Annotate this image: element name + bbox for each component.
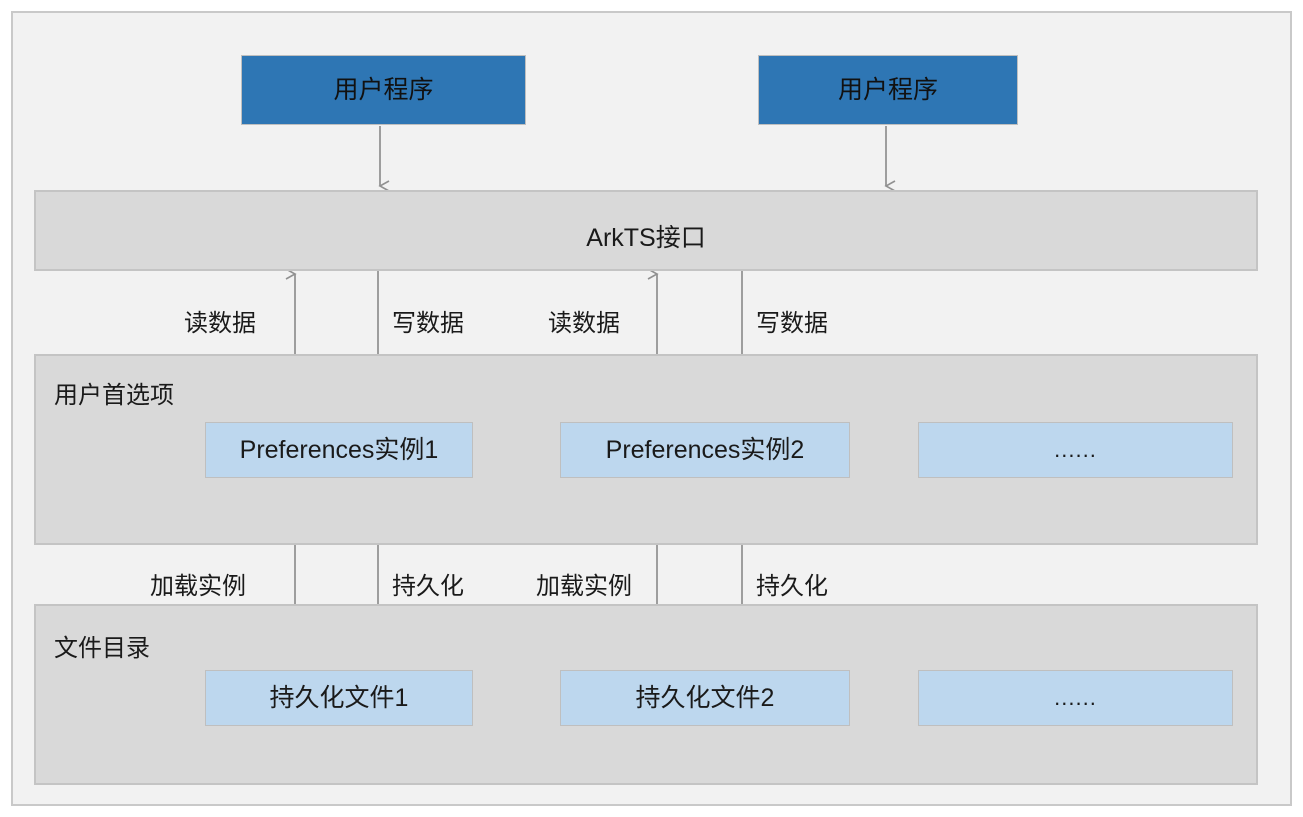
preferences-instance-label-1: Preferences实例1 [239, 435, 439, 464]
persistent-file-box-1[interactable]: 持久化文件1 [205, 670, 473, 726]
edge-label-persist-2: 持久化 [756, 573, 828, 600]
edge-label-read-data-1: 读数据 [184, 310, 256, 337]
edge-label-write-data-1: 写数据 [392, 310, 464, 337]
preferences-instance-box-more[interactable]: ...... [918, 422, 1233, 478]
preferences-instance-label-more: ...... [1054, 437, 1097, 463]
persistent-file-label-1: 持久化文件1 [269, 683, 409, 712]
edge-label-persist-1: 持久化 [392, 573, 464, 600]
file-directory-band-title: 文件目录 [54, 635, 150, 662]
persistent-file-label-2: 持久化文件2 [635, 683, 775, 712]
user-program-box-2[interactable]: 用户程序 [758, 55, 1018, 125]
preferences-instance-box-2[interactable]: Preferences实例2 [560, 422, 850, 478]
user-program-label-1: 用户程序 [333, 75, 434, 104]
edge-label-write-data-2: 写数据 [756, 310, 828, 337]
persistent-file-label-more: ...... [1054, 685, 1097, 711]
edge-label-load-instance-1: 加载实例 [150, 573, 246, 600]
arkts-interface-band: ArkTS接口 [34, 190, 1258, 271]
persistent-file-box-2[interactable]: 持久化文件2 [560, 670, 850, 726]
user-program-box-1[interactable]: 用户程序 [241, 55, 526, 125]
preferences-instance-label-2: Preferences实例2 [605, 435, 805, 464]
edge-label-load-instance-2: 加载实例 [536, 573, 632, 600]
arkts-interface-label: ArkTS接口 [586, 224, 706, 252]
preferences-band-title: 用户首选项 [54, 382, 174, 409]
persistent-file-box-more[interactable]: ...... [918, 670, 1233, 726]
user-program-label-2: 用户程序 [837, 75, 938, 104]
preferences-instance-box-1[interactable]: Preferences实例1 [205, 422, 473, 478]
edge-label-read-data-2: 读数据 [548, 310, 620, 337]
